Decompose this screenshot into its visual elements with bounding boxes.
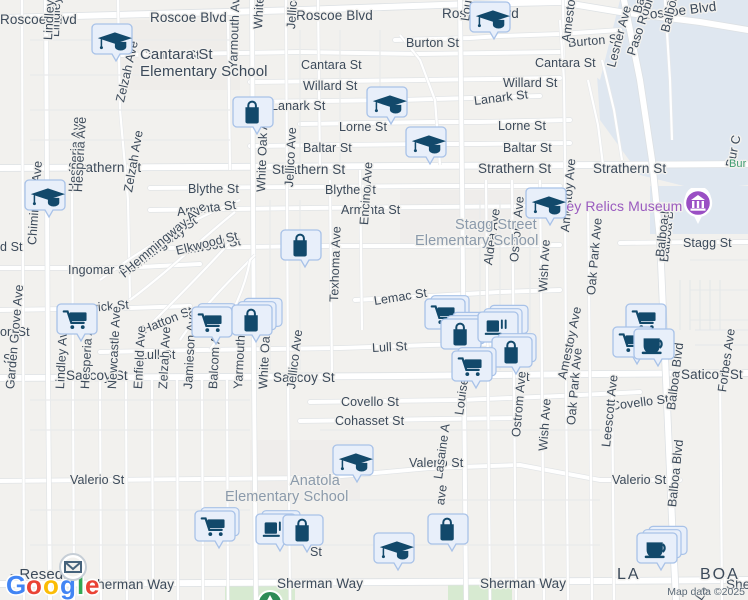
svg-text:o: o	[26, 570, 41, 600]
map-marker-shopping[interactable]	[282, 513, 327, 565]
map-marker-cart[interactable]	[56, 302, 101, 354]
svg-text:l: l	[77, 570, 84, 600]
svg-text:e: e	[85, 570, 99, 600]
map-marker-shopping[interactable]	[232, 95, 277, 147]
map-marker-cart[interactable]	[451, 347, 497, 401]
map-marker-shopping[interactable]	[280, 228, 325, 280]
map-marker-school[interactable]	[405, 125, 450, 177]
map-marker-school[interactable]	[469, 0, 514, 52]
map-poi-park-icon[interactable]	[255, 588, 285, 600]
map-marker-cart[interactable]	[191, 303, 237, 357]
svg-text:G: G	[6, 570, 26, 600]
map-marker-school[interactable]	[525, 186, 570, 238]
map-marker-shopping[interactable]	[231, 297, 283, 355]
map-marker-cart[interactable]	[194, 507, 240, 561]
map-marker-cafe[interactable]	[633, 327, 678, 379]
map-poi-museum-icon[interactable]	[683, 186, 713, 226]
svg-text:o: o	[43, 570, 58, 600]
map-marker-cafe[interactable]	[636, 525, 688, 583]
map-marker-shopping[interactable]	[427, 512, 472, 564]
map-marker-school[interactable]	[91, 22, 136, 74]
map-poi-post-icon[interactable]	[58, 552, 88, 590]
map-marker-school[interactable]	[373, 531, 418, 583]
map-marker-shopping[interactable]	[491, 333, 537, 387]
map-marker-school[interactable]	[332, 443, 377, 495]
map-marker-school[interactable]	[366, 85, 411, 137]
map-marker-school[interactable]	[24, 178, 69, 230]
google-logo[interactable]: G o o g l e	[4, 568, 116, 600]
map-attribution: Map data ©2025	[667, 586, 745, 598]
